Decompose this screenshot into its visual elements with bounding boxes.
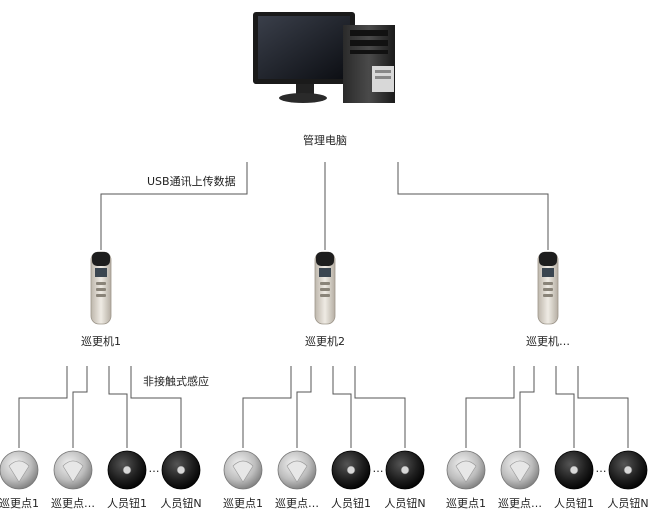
patrol-reader-icon [90, 251, 112, 325]
patrol-reader-icon [314, 251, 336, 325]
reader-label-3: 巡更机… [526, 335, 570, 348]
branch-line [72, 366, 88, 448]
branch-line [555, 366, 575, 448]
personnel-button-icon [554, 450, 594, 490]
computer-label: 管理电脑 [303, 134, 347, 147]
tag-label: 人员钮N [384, 497, 426, 510]
readers-layer [90, 251, 559, 325]
personnel-button-icon [331, 450, 371, 490]
personnel-button-icon [161, 450, 201, 490]
tag-label: 人员钮1 [107, 497, 147, 510]
branch-line [332, 366, 352, 448]
contactless-label: 非接触式感应 [143, 375, 209, 388]
branch-line [296, 366, 312, 448]
top-connectors [100, 162, 549, 250]
tag-label: 人员钮N [607, 497, 649, 510]
checkpoint-tag-icon [0, 450, 39, 490]
computer-icon [253, 12, 395, 103]
checkpoint-tag-icon [53, 450, 93, 490]
more-dots: … [372, 462, 384, 475]
tag-label: 巡更点1 [0, 497, 39, 510]
personnel-button-icon [608, 450, 648, 490]
tag-label: 巡更点… [51, 497, 95, 510]
branch-line [130, 366, 182, 448]
branch-line [354, 366, 406, 448]
checkpoint-tag-icon [500, 450, 540, 490]
tag-label: 巡更点… [275, 497, 319, 510]
tag-label: 人员钮1 [331, 497, 371, 510]
personnel-button-icon [107, 450, 147, 490]
branch-line [108, 366, 128, 448]
checkpoint-tag-icon [223, 450, 263, 490]
branch-line [18, 366, 68, 448]
branch-line [465, 366, 515, 448]
branch-connectors [18, 366, 629, 448]
tags-layer [0, 450, 648, 490]
tag-label: 巡更点… [498, 497, 542, 510]
more-dots: … [595, 462, 607, 475]
tag-label: 巡更点1 [223, 497, 263, 510]
checkpoint-tag-icon [277, 450, 317, 490]
tag-label: 人员钮N [160, 497, 202, 510]
reader-label-2: 巡更机2 [305, 335, 345, 348]
personnel-button-icon [385, 450, 425, 490]
checkpoint-tag-icon [446, 450, 486, 490]
branch-line [577, 366, 629, 448]
reader-label-1: 巡更机1 [81, 335, 121, 348]
tag-label: 人员钮1 [554, 497, 594, 510]
patrol-reader-icon [537, 251, 559, 325]
usb-upload-label: USB通讯上传数据 [147, 175, 236, 188]
more-dots: … [148, 462, 160, 475]
branch-line [242, 366, 292, 448]
branch-line [519, 366, 535, 448]
tag-label: 巡更点1 [446, 497, 486, 510]
